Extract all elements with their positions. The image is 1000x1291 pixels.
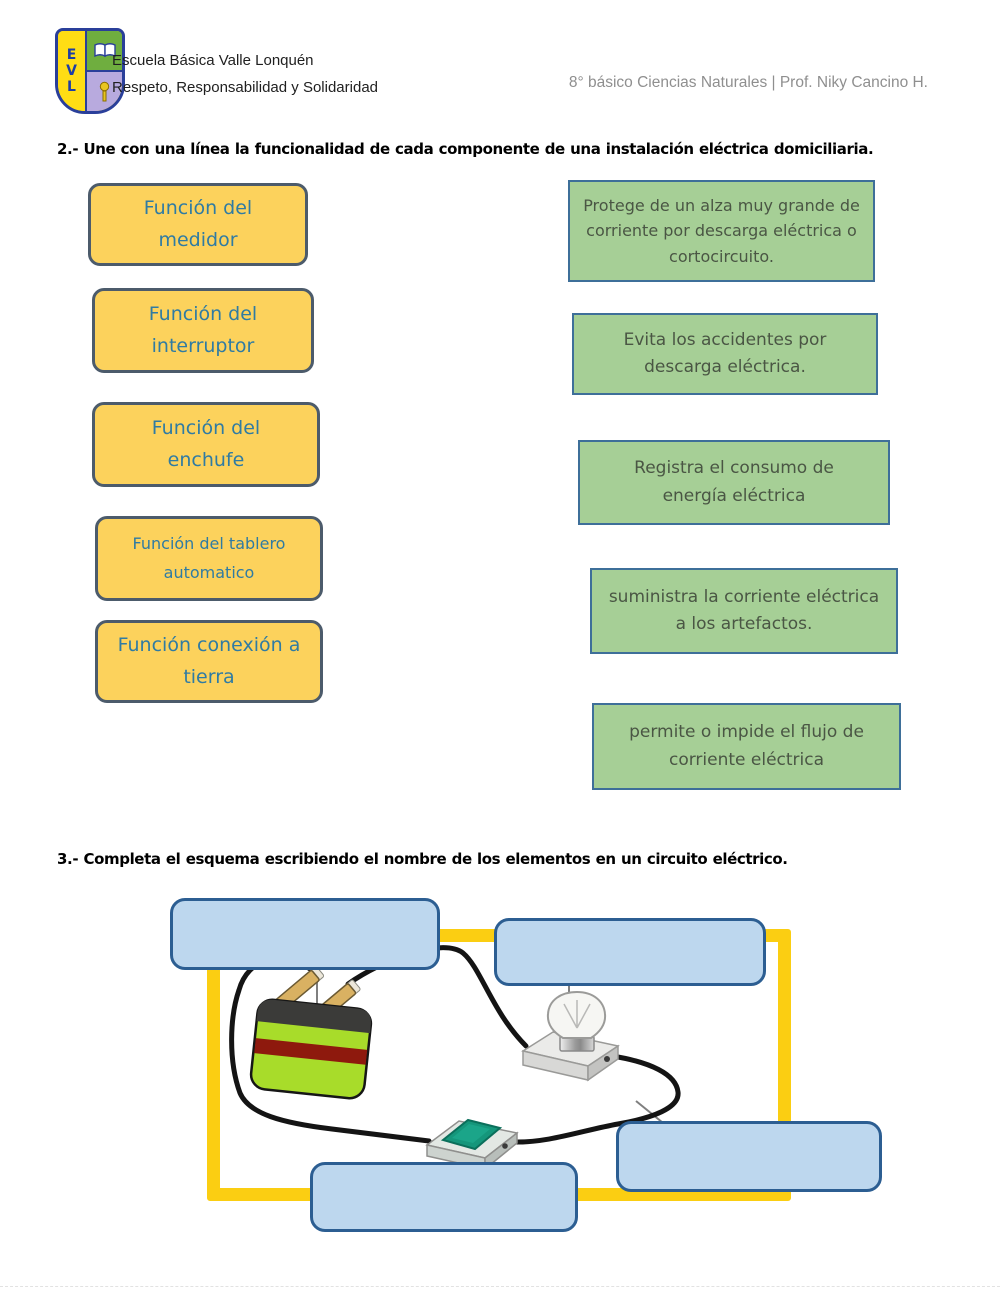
component-box-tablero[interactable]: Función del tablero automatico (95, 516, 323, 601)
logo-letters: E V L (58, 31, 87, 111)
function-box-registra[interactable]: Registra el consumo de energía eléctrica (578, 440, 890, 525)
function-label: Evita los accidentes por descarga eléctr… (623, 329, 827, 377)
function-box-permite[interactable]: permite o impide el flujo de corriente e… (592, 703, 901, 790)
function-box-protege[interactable]: Protege de un alza muy grande de corrien… (568, 180, 875, 282)
question3-prompt: 3.- Completa el esquema escribiendo el n… (57, 850, 788, 868)
component-label: Función del enchufe (151, 417, 261, 471)
component-label: Función del medidor (143, 197, 253, 251)
component-box-medidor[interactable]: Función del medidor (88, 183, 308, 266)
wire-bulb-to-switch (511, 1053, 681, 1145)
circuit-diagram (0, 880, 1000, 1291)
logo-letter-l: L (67, 79, 76, 96)
function-label: permite o impide el flujo de corriente e… (629, 722, 864, 770)
function-box-suministra[interactable]: suministra la corriente eléctrica a los … (590, 568, 898, 654)
function-box-evita[interactable]: Evita los accidentes por descarga eléctr… (572, 313, 878, 395)
school-motto: Respeto, Responsabilidad y Solidaridad (112, 79, 379, 96)
book-icon (87, 31, 122, 72)
component-label: Función conexión a tierra (117, 634, 301, 688)
question2-prompt: 2.- Une con una línea la funcionalidad d… (57, 140, 874, 158)
logo-letter-e: E (66, 46, 77, 63)
bulb-icon (521, 990, 620, 1082)
school-header-text: Escuela Básica Valle Lonquén Respeto, Re… (112, 52, 378, 96)
function-label: Protege de un alza muy grande de corrien… (583, 195, 860, 266)
component-label: Función del interruptor (148, 303, 258, 357)
function-label: suministra la corriente eléctrica a los … (608, 586, 880, 634)
page-edge-line (0, 1286, 1000, 1287)
component-box-enchufe[interactable]: Función del enchufe (92, 402, 320, 487)
answer-box-battery[interactable] (170, 898, 440, 970)
answer-box-switch[interactable] (310, 1162, 578, 1232)
school-logo-shield: E V L (55, 28, 125, 114)
component-box-interruptor[interactable]: Función del interruptor (92, 288, 314, 373)
school-name: Escuela Básica Valle Lonquén (112, 52, 314, 69)
answer-box-wire[interactable] (616, 1121, 882, 1192)
function-label: Registra el consumo de energía eléctrica (634, 458, 834, 506)
course-info: 8° básico Ciencias Naturales | Prof. Nik… (568, 74, 928, 91)
component-box-tierra[interactable]: Función conexión a tierra (95, 620, 323, 703)
logo-letter-v: V (66, 62, 77, 79)
component-label: Función del tablero automatico (132, 533, 286, 582)
battery-icon (249, 966, 373, 1100)
answer-box-bulb[interactable] (494, 918, 766, 986)
